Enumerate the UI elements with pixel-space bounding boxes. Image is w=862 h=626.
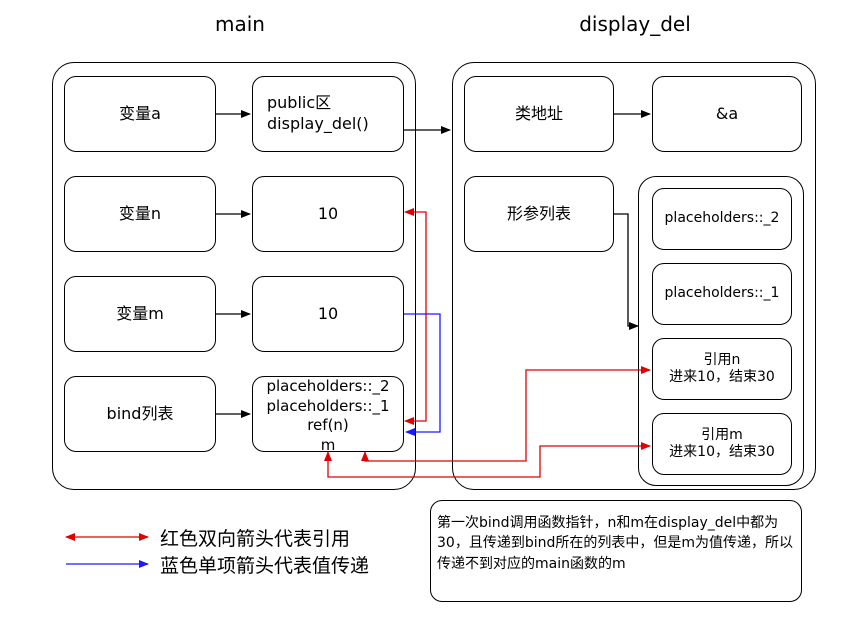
display-del-call-label: display_del() [267, 114, 369, 133]
var-a-box: 变量a [64, 76, 216, 152]
address-value-box: &a [652, 76, 802, 152]
main-group [52, 62, 416, 490]
display-del-group [452, 62, 816, 490]
var-m-box: 变量m [64, 276, 216, 352]
bind-item-ph2: placeholders::_2 [266, 377, 390, 395]
ref-m-box: 引用m 进来10，结束30 [652, 413, 792, 475]
param-ph1-box: placeholders::_1 [652, 263, 792, 325]
param-list-box: 形参列表 [464, 176, 614, 252]
bind-list-box: bind列表 [64, 376, 216, 452]
display-del-param-group [638, 176, 804, 486]
arrow-ref-n-to-display [361, 366, 651, 462]
n-value-box: 10 [252, 176, 404, 252]
ref-n-box: 引用n 进来10，结束30 [652, 338, 792, 400]
arrow-ref-m-to-display [324, 442, 651, 478]
ref-n-label: 引用n [703, 351, 741, 368]
arrow-param-list-to-group [614, 213, 639, 330]
legend-blue-text: 蓝色单项箭头代表值传递 [160, 555, 370, 577]
public-area-label: public区 [267, 93, 332, 113]
bind-item-ph1: placeholders::_1 [266, 396, 390, 415]
param-ph2-box: placeholders::_2 [652, 188, 792, 250]
ref-m-label: 引用m [701, 426, 743, 443]
arrow-m-value-to-bind [404, 313, 441, 436]
display-del-title: display_del [579, 12, 691, 36]
ref-m-detail: 进来10，结束30 [669, 444, 775, 460]
var-n-box: 变量n [64, 176, 216, 252]
explanation-note: 第一次bind调用函数指针，n和m在display_del中都为30，且传递到b… [430, 500, 802, 602]
m-value-box: 10 [252, 276, 404, 352]
bind-item-ref-n: ref(n) [307, 416, 349, 434]
legend-red-text: 红色双向箭头代表引用 [160, 528, 351, 550]
main-title: main [215, 12, 265, 36]
class-address-box: 类地址 [464, 76, 614, 152]
ref-n-detail: 进来10，结束30 [669, 369, 775, 385]
arrow-ref-n-to-n-value [404, 208, 427, 425]
public-area-box: public区 display_del() [252, 76, 404, 152]
